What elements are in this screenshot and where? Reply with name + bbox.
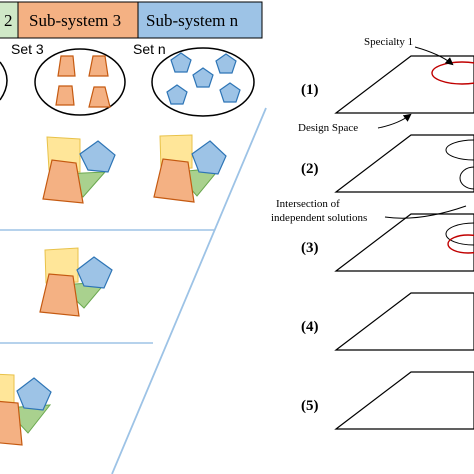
header-cell-2-label: 2 [4,11,13,30]
specialty-arrow [414,46,454,66]
diagonal-divider [111,107,267,474]
plane-outline [334,213,474,272]
design-space-plane-5 [334,371,474,430]
intersection-label-line-2: independent solutions [271,212,367,224]
yellow-square [0,373,15,406]
plane-outline [334,292,474,351]
orange-trapezoid [42,159,84,204]
specialty-ellipse-red [447,234,474,254]
set-3-ellipse [34,48,126,116]
set-3-group [34,48,126,116]
plane-outline [334,55,474,114]
set-n-label: Set n [133,41,166,57]
blue-pentagon [16,377,52,411]
combination-row-3 [0,373,52,446]
set-2-ellipse-partial [0,61,8,101]
step-5-label: (5) [301,398,319,414]
specialty-ellipse [445,222,474,246]
combination-set-n [153,134,227,203]
header-cell-subsystem-3 [17,1,139,39]
plane-outline [334,371,474,430]
design-space-plane-3 [334,213,474,272]
blue-pentagon [191,140,227,175]
header-cell-subsystem-3-label: Sub-system 3 [29,11,121,30]
blue-pentagon [79,140,116,173]
specialty-ellipse [445,139,474,161]
plane-outline [334,134,474,193]
design-space-arrow [377,113,412,129]
step-1-label: (1) [301,82,319,98]
set-n-group [151,47,255,117]
orange-trapezoid [39,273,80,317]
header-cell-subsystem-n [137,1,263,39]
pentagon-shape [166,84,188,105]
trapezoid-shape [88,55,109,77]
subsystem-header: 2 Sub-system 3 Sub-system n [0,1,263,39]
specialty-label: Specialty 1 [364,36,413,48]
trapezoid-shape [57,55,76,77]
trapezoid-shape [88,86,111,108]
design-space-plane-1 [334,55,474,114]
step-2-label: (2) [301,161,319,177]
step-3-label: (3) [301,240,319,256]
orange-trapezoid [153,158,195,203]
intersection-pointer [384,205,467,219]
blue-pentagon [76,256,113,289]
design-space-plane-4 [334,292,474,351]
pentagon-shape [219,82,241,103]
orange-trapezoid [0,400,23,446]
trapezoid-shape [55,85,75,106]
step-4-label: (4) [301,319,319,335]
intersection-ellipse [459,166,474,190]
pentagon-shape [215,53,237,74]
pentagon-shape [192,67,214,88]
header-cell-subsystem-n-label: Sub-system n [146,11,239,30]
design-space-plane-2 [334,134,474,193]
set-3-label: Set 3 [11,41,44,57]
combination-row-2 [39,247,113,317]
specialty-ellipse [431,61,474,85]
combination-set-3 [42,136,116,204]
design-space-label: Design Space [298,122,358,134]
pentagon-shape [170,52,192,73]
intersection-label-line-1: Intersection of [276,198,340,210]
